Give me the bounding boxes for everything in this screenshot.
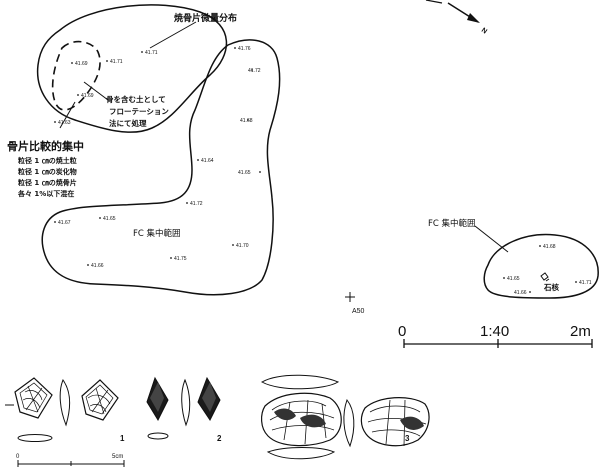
elevation-value: 41.76 [238, 46, 251, 52]
elevation-point: 41.65 [503, 276, 520, 282]
elevation-value: 41.72 [248, 68, 261, 74]
bone-concentration-title: 骨片比較的集中 [7, 139, 84, 153]
leader-line-distribution [149, 21, 197, 49]
north-arrow: N [425, 0, 488, 36]
grid-point-marker: A50 [345, 292, 365, 315]
elevation-value: 41.71 [579, 280, 592, 286]
elevation-point: 41.67 [54, 220, 71, 226]
elevation-value: 41.65 [507, 276, 520, 282]
elevation-value: 41.65 [103, 216, 116, 222]
elevation-point: 41.65 [99, 216, 116, 222]
elevation-point: 41.66 [514, 290, 531, 296]
elevation-value: 41.66 [514, 290, 527, 296]
elevation-point: 41.70 [232, 243, 249, 249]
elevation-point: 41.76 [234, 46, 251, 52]
bone-concentration-outline [51, 40, 101, 111]
scale-ratio-label: 1:40 [480, 323, 509, 340]
elevation-value: 41.70 [236, 243, 249, 249]
fc-concentration-main-label: FC 集中範囲 [133, 228, 181, 239]
artifact-1-drawing: 1 [5, 377, 125, 443]
flotation-note-line3: 法にて処理 [109, 118, 147, 128]
elevation-value: 41.68 [543, 244, 556, 250]
elevation-point: 41.63 [54, 120, 71, 126]
artifact-3-drawing: 3 [260, 374, 430, 460]
artifact-2-drawing: 2 [146, 376, 222, 443]
elevation-value: 41.72 [190, 201, 203, 207]
elevation-point: 41.64 [197, 158, 214, 164]
bone-concentration-line2: 粒径 1 ㎝の炭化物 [18, 167, 77, 176]
leader-line-concentration [59, 101, 76, 129]
elevation-point: 41.68 [539, 244, 556, 250]
elevation-point: 41.71 [106, 59, 123, 65]
elevation-value: 41.63 [58, 120, 71, 126]
burnt-bone-distribution-label: 焼骨片微量分布 [174, 12, 237, 24]
artifact-3-number: 3 [405, 434, 410, 443]
elevation-point: 41.71 [575, 280, 592, 286]
flotation-note-line2: フローテーション [109, 107, 169, 116]
elevation-value: 41.69 [75, 61, 88, 67]
elevation-point: 41.72 [248, 68, 261, 74]
leader-line-fc-right [474, 225, 509, 253]
elevation-value: 41.68 [240, 118, 253, 124]
elevation-point: 41.75 [170, 256, 187, 262]
scale-start-label: 0 [398, 323, 406, 340]
elevation-point: 41.66 [87, 263, 104, 269]
elevation-value: 41.71 [145, 50, 158, 56]
flotation-note-line1: 骨を含む土として [106, 94, 166, 104]
artifact-1-number: 1 [120, 434, 125, 443]
stone-core-label: 石核 [543, 282, 559, 292]
bone-concentration-line3: 粒径 1 ㎝の焼骨片 [18, 178, 77, 187]
scale-end-label: 2m [570, 323, 591, 340]
bone-concentration-line1: 粒径 1 ㎝の焼土粒 [18, 156, 77, 165]
fc-concentration-right-label: FC 集中範囲 [428, 218, 476, 229]
elevation-value: 41.67 [58, 220, 71, 226]
artifact-scale-bar: 0 5cm [16, 454, 125, 467]
fc-concentration-right-outline [483, 233, 599, 299]
elevation-value: 41.64 [201, 158, 214, 164]
burnt-bone-distribution-outline [36, 4, 228, 133]
elevation-value: 41.65 [238, 170, 251, 176]
elevation-point: 41.69 [71, 61, 88, 67]
artifact-scale-end: 5cm [112, 454, 123, 460]
elevation-points: 41.71 41.69 41.71 41.69 41.63 41.76 41.7… [54, 46, 592, 296]
bone-concentration-line4: 各々 1%以下混在 [17, 189, 74, 198]
grid-point-label: A50 [352, 308, 365, 315]
stone-core-symbol [540, 272, 550, 282]
artifact-scale-start: 0 [16, 454, 20, 460]
elevation-point: 41.69 [77, 93, 94, 99]
elevation-point: 41.71 [141, 50, 158, 56]
elevation-point: 41.65 [238, 170, 261, 176]
elevation-value: 41.75 [174, 256, 187, 262]
elevation-value: 41.71 [110, 59, 123, 65]
plan-scale-bar: 0 1:40 2m [398, 323, 593, 348]
leader-line-flotation [83, 81, 109, 101]
elevation-point: 41.72 [186, 201, 203, 207]
elevation-value: 41.66 [91, 263, 104, 269]
north-label: N [480, 27, 488, 36]
elevation-value: 41.69 [81, 93, 94, 99]
artifact-2-number: 2 [217, 434, 222, 443]
fc-concentration-main-outline [41, 39, 281, 296]
elevation-point: 41.68 [240, 118, 253, 124]
